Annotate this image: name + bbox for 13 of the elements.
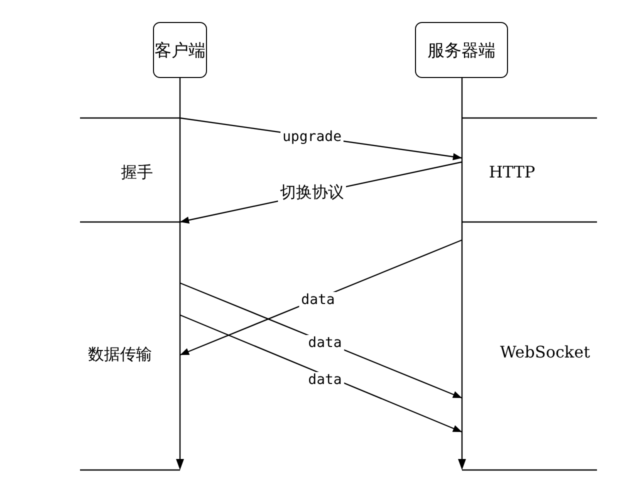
edge-label: data (299, 292, 337, 308)
lifeline-box: 客户端 (153, 22, 207, 78)
message-arrow (180, 314, 462, 433)
edge-label: 切换协议 (278, 182, 346, 204)
edge-label: data (306, 335, 344, 351)
lifeline-box: 服务器端 (415, 22, 508, 78)
phase-label: HTTP (488, 162, 536, 182)
edge-label: upgrade (280, 129, 344, 145)
phase-label: 数据传输 (88, 344, 152, 366)
lifeline-arrow (175, 78, 185, 470)
phase-label: WebSocket (500, 342, 590, 362)
phase-label: 握手 (121, 162, 153, 184)
lifeline-arrow (457, 78, 467, 470)
